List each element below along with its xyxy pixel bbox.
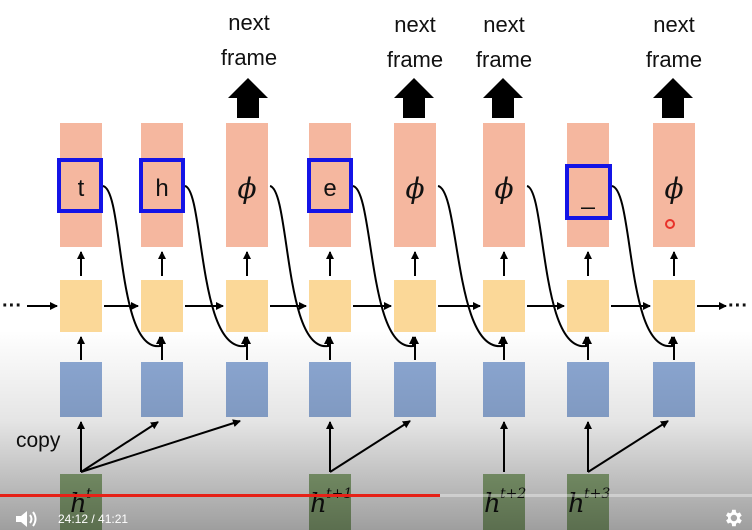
next-frame-label-2b: frame (387, 47, 443, 72)
progress-bar[interactable] (0, 494, 752, 497)
copy-arrow-4b (587, 420, 669, 473)
next-frame-label-3b: frame (476, 47, 532, 72)
feedback-curve-7 (611, 185, 676, 348)
input-box-1 (60, 362, 102, 417)
output-symbol-3: ϕ (237, 172, 256, 205)
output-symbol-6: ϕ (494, 172, 513, 205)
hidden-label-4: h (568, 489, 585, 519)
hidden-sup-4: t+3 (584, 486, 610, 502)
hidden-box-4 (567, 474, 609, 530)
hidden-box-2 (309, 474, 351, 530)
rnn-cell-8 (653, 280, 695, 332)
output-box-3 (226, 123, 268, 247)
copy-arrow-2b (329, 420, 411, 473)
input-box-3 (226, 362, 268, 417)
next-frame-label-4: next (653, 12, 695, 37)
output-box-4 (309, 123, 351, 247)
feedback-curve-2 (184, 185, 249, 348)
output-symbol-4: e (323, 175, 336, 202)
output-symbol-5: ϕ (405, 172, 424, 205)
output-box-1 (60, 123, 102, 247)
output-box-7 (567, 123, 609, 247)
highlight-box-3 (307, 158, 353, 213)
feedback-curve-4 (352, 185, 417, 348)
ellipsis-left: ··· (2, 295, 22, 317)
rnn-cell-2 (141, 280, 183, 332)
input-box-2 (141, 362, 183, 417)
rnn-cell-3 (226, 280, 268, 332)
rnn-cell-4 (309, 280, 351, 332)
rnn-cell-5 (394, 280, 436, 332)
rnn-cell-6 (483, 280, 525, 332)
next-frame-label-1b: frame (221, 45, 277, 70)
copy-label: copy (16, 429, 61, 452)
output-symbol-2: h (155, 175, 168, 202)
output-box-6 (483, 123, 525, 247)
feedback-curve-1 (102, 185, 164, 348)
next-frame-arrow-1 (228, 78, 268, 118)
next-frame-arrow-2 (394, 78, 434, 118)
highlight-box-2 (139, 158, 185, 213)
output-symbol-7: _ (580, 183, 595, 210)
player-controls: 24:12 / 41:21 (0, 480, 752, 530)
next-frame-label-4b: frame (646, 47, 702, 72)
output-symbol-1: t (78, 175, 85, 202)
input-box-6 (483, 362, 525, 417)
time-display: 24:12 / 41:21 (58, 512, 129, 526)
hidden-box-1 (60, 474, 102, 530)
input-box-7 (567, 362, 609, 417)
next-frame-arrow-4 (653, 78, 693, 118)
next-frame-arrow-3 (483, 78, 523, 118)
highlight-box-4 (565, 164, 612, 220)
feedback-curve-6 (526, 185, 590, 348)
progress-played (0, 494, 441, 497)
cursor-dot (665, 219, 675, 229)
output-box-5 (394, 123, 436, 247)
rnn-cell-1 (60, 280, 102, 332)
next-frame-label-1: next (228, 10, 270, 35)
copy-arrow-1c (80, 419, 241, 473)
output-box-2 (141, 123, 183, 247)
ellipsis-right: ··· (728, 295, 748, 317)
hidden-sup-3: t+2 (500, 486, 526, 502)
input-box-5 (394, 362, 436, 417)
hidden-box-3 (483, 474, 525, 530)
hidden-label-3: h (484, 489, 501, 519)
input-box-4 (309, 362, 351, 417)
highlight-box-1 (57, 158, 103, 213)
feedback-curve-5 (437, 185, 506, 348)
speaker-icon[interactable] (14, 509, 40, 529)
gear-icon[interactable] (720, 507, 746, 529)
next-frame-label-2: next (394, 12, 436, 37)
output-symbol-8: ϕ (664, 172, 683, 205)
input-box-8 (653, 362, 695, 417)
rnn-cell-7 (567, 280, 609, 332)
next-frame-label-3: next (483, 12, 525, 37)
copy-arrow-1b (80, 421, 159, 473)
feedback-curve-3 (269, 185, 332, 348)
